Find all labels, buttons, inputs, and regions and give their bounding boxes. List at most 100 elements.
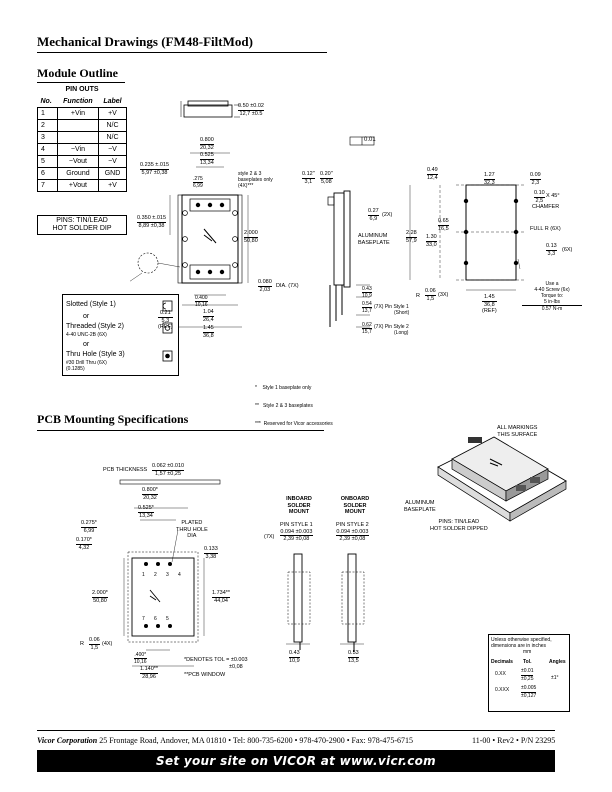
top-side-body <box>183 104 233 118</box>
pcb-dim-525: 0.525* 13,34 <box>138 505 154 519</box>
dim-400-mm: 10,16 <box>195 301 208 308</box>
pcb-hole <box>156 624 160 628</box>
pin-label: −V <box>97 143 128 156</box>
pcb-tol-note: *DENOTES TOL = ±0.003 ±0,08 <box>184 657 248 670</box>
plated-line-1: PLATED <box>181 520 203 526</box>
pins-note-line2: HOT SOLDER DIP <box>52 225 112 232</box>
iso-baseplate-line-2: BASEPLATE <box>404 506 436 513</box>
pcb-dim-1140-mm: 28,96 <box>140 672 159 681</box>
style-note-3: (4X)*** <box>238 183 254 189</box>
pin-style-1-mm: 2,39 ±0,08 <box>280 535 313 543</box>
pcb-dim-006: 0.06 1,5 <box>89 637 100 651</box>
pin-no: 1 <box>37 107 58 120</box>
pcb-dim-800-mm: 20,32 <box>142 493 158 501</box>
dim-228: 2.28 57,9 <box>406 230 417 244</box>
markings-line-1: ALL MARKINGS <box>497 425 538 431</box>
dim-228-in: 2.28 <box>406 230 417 236</box>
iso-pin-block <box>516 485 526 491</box>
dim-800-mm: 20,32 <box>200 143 214 151</box>
tol-r1a: 0.XX <box>495 671 506 677</box>
thruhole-mark <box>165 353 170 359</box>
pin-style-2-block: PIN STYLE 2 0.094 ±0.003 2,39 ±0,08 <box>336 522 369 543</box>
inboard-pcb <box>287 571 311 625</box>
pin-style-2-name: PIN STYLE 2 <box>336 522 369 528</box>
pcb-dim-275-mm: 6,99 <box>81 526 97 535</box>
dim-228-mm: 57,9 <box>406 236 417 244</box>
baseplate-label: ALUMINUM BASEPLATE <box>358 233 390 246</box>
pin-style-1-label: (7X) Pin Style 1 <box>374 304 409 310</box>
dim-080-mm: 2,03 <box>258 285 272 293</box>
dim-049: 0.49 12,4 <box>427 167 438 181</box>
mount-hole <box>232 210 238 216</box>
iso-pins-line-2: HOT SOLDER DIPPED <box>430 525 488 532</box>
pcb-7x: (7X) <box>264 534 275 540</box>
dim-027-mm: 6,9 <box>368 214 379 222</box>
iso-baseplate-side-right <box>509 480 567 522</box>
slot-mark <box>162 302 167 310</box>
dim-2000: 2.000 50,80 <box>244 230 258 244</box>
style-thru-label: Thru Hole (Style 3) <box>66 351 125 358</box>
screw-note-5: 0.57 N-m <box>522 305 582 312</box>
mount-hole <box>232 236 238 242</box>
pcb-dim-170-mm: 4,32 <box>76 543 92 552</box>
pin-no: 7 <box>37 179 58 192</box>
screw-note-3: Torque to: <box>540 293 564 299</box>
pcb-dim-2000: 2.000* 50,80 <box>92 590 108 604</box>
screw-note-2: 4-40 Screw (6x) <box>534 287 570 293</box>
dim-006-mm: 1,5 <box>425 294 436 302</box>
inboard-line-3: MOUNT <box>288 509 310 515</box>
svg-text:4: 4 <box>178 572 181 578</box>
dim-062: 0.62 15,7 <box>362 322 372 335</box>
dim-127-in: 1.27 <box>484 172 495 178</box>
dim-275-mm: 6,99 <box>193 182 203 189</box>
pin-label: N/C <box>97 131 128 144</box>
pcb-thickness-mm: 1,57 ±0,25 <box>152 469 185 478</box>
mount-hole <box>182 262 188 268</box>
side-body <box>333 192 345 286</box>
plated-line-3: DIA <box>187 533 197 539</box>
dim-350-in: 0.350 ±.015 <box>137 215 167 221</box>
pin-label: +V <box>97 107 128 120</box>
chamfer-word: CHAMFER <box>532 204 560 210</box>
dim-130-in: 1.30 <box>426 234 437 240</box>
footer-rev: 11-00 • Rev2 • P/N 23295 <box>472 736 556 745</box>
dim-400: 0.400 10,16 <box>195 295 208 308</box>
iso-pins-note: PINS: TIN/LEAD HOT SOLDER DIPPED <box>430 519 488 532</box>
dim-145b-mm: 36,8 <box>482 300 497 308</box>
baseplate-styles-box: Slotted (Style 1) or Threaded (Style 2) … <box>62 294 179 376</box>
dim-065-in: 0.65 <box>438 218 449 224</box>
dim-006-3x: (3X) <box>438 292 449 298</box>
dim-235-mm: 5,97 ±0,38 <box>140 168 170 176</box>
pcb-dim-2000-mm: 50,80 <box>92 596 108 604</box>
module-footnotes: * Style 1 baseplate only ** Style 2 & 3 … <box>255 373 333 433</box>
chamfer-angle: X 45° <box>546 193 560 199</box>
pin-label: GND <box>97 167 128 180</box>
pcb-dim-525-in: 0.525* <box>138 505 154 511</box>
pcb-dim-1734: 1.734** 44,04 <box>212 590 231 605</box>
pcb-dim-1734-mm: 44,04 <box>212 596 231 605</box>
dim-2000-mm: 50,80 <box>244 236 258 244</box>
onboard-pcb <box>341 571 365 625</box>
chamfer-label: X 45° <box>546 193 560 200</box>
dim-065: 0.65 16,5 <box>438 218 449 232</box>
pin-function <box>56 119 99 132</box>
page-title: Mechanical Drawings (FM48-FiltMod) <box>37 34 253 49</box>
pcb-tol-mm: ±0,08 <box>229 663 243 670</box>
dim-054-in: 0.54 <box>362 301 372 307</box>
dim-350: 0.350 ±.015 8,89 ±0,38 <box>137 215 167 229</box>
onboard-dim-053: 0.53 13,5 <box>348 650 359 664</box>
dim-021-in: 0.21 <box>159 310 171 316</box>
dim-020-mm: 5,08 <box>320 177 333 185</box>
screw-note: Use a 4-40 Screw (6x) Torque to: 5 in-lb… <box>522 281 582 312</box>
dim-009-mm: 2,3 <box>530 178 541 186</box>
pin-no: 2 <box>37 119 58 132</box>
tol-r1b: ±0.01 <box>521 668 534 674</box>
pin-hole <box>207 269 213 275</box>
flatness-value: 0.01 <box>364 137 376 143</box>
pin-function: −Vout <box>56 155 99 168</box>
screw-note-4: 5 in-lbs <box>543 299 561 305</box>
footer-company: Vicor Corporation <box>37 736 98 745</box>
pin-style-1: (7X) Pin Style 1 (Short) <box>374 304 409 316</box>
